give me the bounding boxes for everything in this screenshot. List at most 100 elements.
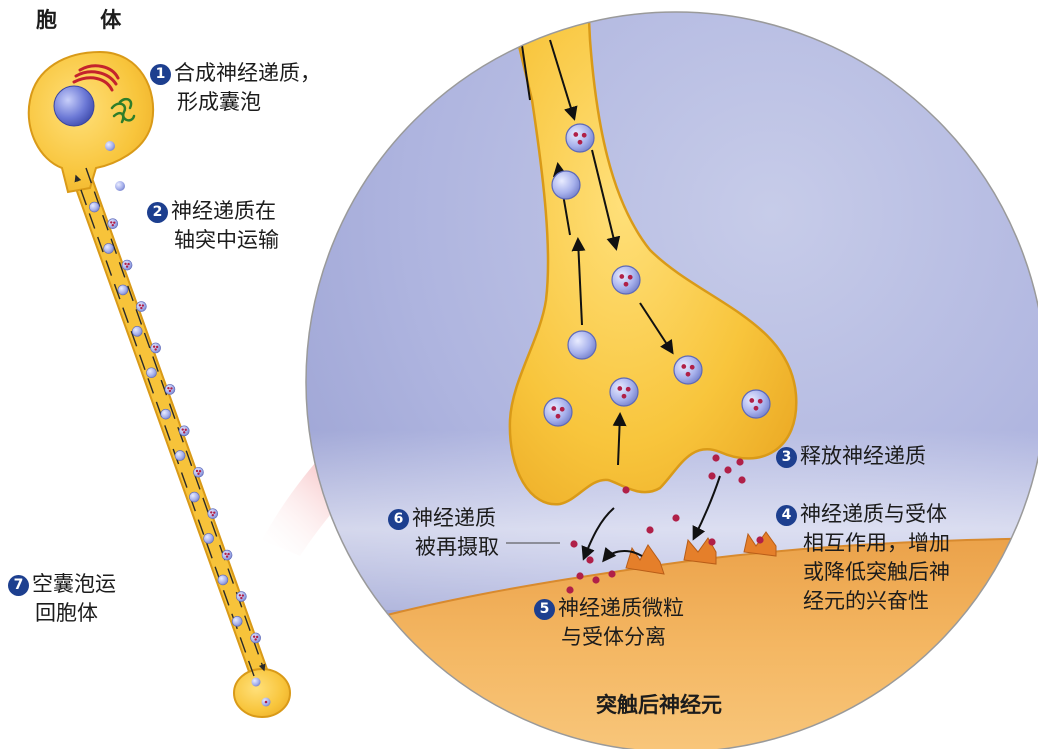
transmitter-particle bbox=[197, 473, 199, 475]
filled-vesicle bbox=[222, 550, 232, 560]
transmitter-particle bbox=[626, 387, 631, 392]
filled-vesicle bbox=[108, 219, 118, 229]
filled-vesicle bbox=[165, 384, 175, 394]
step-6-line-1: 神经递质 bbox=[412, 506, 496, 530]
step-6-badge: 6 bbox=[388, 509, 409, 530]
step-5-badge: 5 bbox=[534, 599, 555, 620]
transmitter-particle bbox=[622, 394, 627, 399]
step-2-line-2: 轴突中运输 bbox=[147, 226, 279, 255]
step-1-line-1: 合成神经递质， bbox=[174, 61, 321, 85]
filled-vesicle bbox=[544, 398, 572, 426]
transmitter-particle bbox=[736, 458, 743, 465]
transmitter-particle bbox=[556, 414, 561, 419]
empty-vesicle bbox=[104, 243, 114, 253]
step-1-line-2: 形成囊泡 bbox=[150, 88, 321, 117]
transmitter-particle bbox=[576, 572, 583, 579]
transmitter-particle bbox=[127, 263, 129, 265]
transmitter-particle bbox=[213, 511, 215, 513]
transmitter-particle bbox=[708, 538, 715, 545]
transmitter-particle bbox=[113, 221, 115, 223]
transmitter-particle bbox=[754, 406, 759, 411]
transmitter-particle bbox=[124, 263, 126, 265]
nucleus bbox=[54, 86, 94, 126]
transmitter-particle bbox=[265, 701, 268, 704]
empty-vesicle bbox=[568, 331, 596, 359]
step-1-badge: 1 bbox=[150, 64, 171, 85]
empty-vesicle bbox=[147, 368, 157, 378]
transmitter-particle bbox=[578, 140, 583, 145]
transmitter-particle bbox=[582, 133, 587, 138]
transmitter-particle bbox=[253, 636, 255, 638]
transmitter-particle bbox=[619, 274, 624, 279]
step-5-line-1: 神经递质微粒 bbox=[558, 596, 684, 620]
transmitter-particle bbox=[681, 364, 686, 369]
step-7-line-1: 空囊泡运 bbox=[32, 572, 116, 596]
transmitter-particle bbox=[586, 556, 593, 563]
transmitter-particle bbox=[254, 638, 256, 640]
step-4-line-2: 相互作用，增加 bbox=[776, 529, 950, 558]
step-6-line-2: 被再摄取 bbox=[388, 533, 499, 562]
transmitter-particle bbox=[169, 390, 171, 392]
step-7-line-2: 回胞体 bbox=[8, 599, 116, 628]
empty-vesicle bbox=[189, 492, 199, 502]
transmitter-particle bbox=[708, 472, 715, 479]
step-4-line-1: 神经递质与受体 bbox=[800, 502, 947, 526]
step-4-line-3: 或降低突触后神 bbox=[776, 558, 950, 587]
filled-vesicle bbox=[151, 343, 161, 353]
empty-vesicle bbox=[175, 451, 185, 461]
empty-vesicle bbox=[89, 202, 99, 212]
transmitter-particle bbox=[573, 132, 578, 137]
transmitter-particle bbox=[242, 594, 244, 596]
filled-vesicle bbox=[236, 592, 246, 602]
transmitter-particle bbox=[566, 586, 573, 593]
transmitter-particle bbox=[142, 304, 144, 306]
transmitter-particle bbox=[724, 466, 731, 473]
vesicle bbox=[252, 678, 261, 687]
transmitter-particle bbox=[560, 407, 565, 412]
vesicle bbox=[115, 181, 125, 191]
transmitter-particle bbox=[182, 428, 184, 430]
transmitter-particle bbox=[758, 399, 763, 404]
postsynaptic-title: 突触后神经元 bbox=[596, 689, 722, 719]
transmitter-particle bbox=[608, 570, 615, 577]
transmitter-particle bbox=[126, 265, 128, 267]
transmitter-particle bbox=[628, 275, 633, 280]
empty-vesicle bbox=[204, 533, 214, 543]
transmitter-particle bbox=[686, 372, 691, 377]
transmitter-particle bbox=[622, 486, 629, 493]
step-3-line-1: 释放神经递质 bbox=[800, 444, 926, 468]
step-2-line-1: 神经递质在 bbox=[171, 199, 276, 223]
transmitter-particle bbox=[592, 576, 599, 583]
transmitter-particle bbox=[646, 526, 653, 533]
filled-vesicle bbox=[208, 509, 218, 519]
empty-vesicle bbox=[218, 575, 228, 585]
transmitter-particle bbox=[156, 346, 158, 348]
transmitter-particle bbox=[570, 540, 577, 547]
step-7-label: 7空囊泡运 回胞体 bbox=[8, 570, 116, 628]
transmitter-particle bbox=[239, 594, 241, 596]
filled-vesicle bbox=[179, 426, 189, 436]
transmitter-particle bbox=[170, 387, 172, 389]
transmitter-particle bbox=[227, 553, 229, 555]
empty-vesicle bbox=[161, 409, 171, 419]
axon-terminal bbox=[234, 669, 290, 717]
transmitter-particle bbox=[240, 597, 242, 599]
transmitter-particle bbox=[112, 224, 114, 226]
transmitter-particle bbox=[672, 514, 679, 521]
transmitter-particle bbox=[212, 514, 214, 516]
empty-vesicle bbox=[232, 616, 242, 626]
transmitter-particle bbox=[224, 553, 226, 555]
transmitter-particle bbox=[199, 470, 201, 472]
transmitter-particle bbox=[167, 387, 169, 389]
transmitter-particle bbox=[210, 511, 212, 513]
filled-vesicle bbox=[742, 390, 770, 418]
transmitter-particle bbox=[139, 304, 141, 306]
transmitter-particle bbox=[185, 429, 187, 431]
transmitter-particle bbox=[551, 406, 556, 411]
